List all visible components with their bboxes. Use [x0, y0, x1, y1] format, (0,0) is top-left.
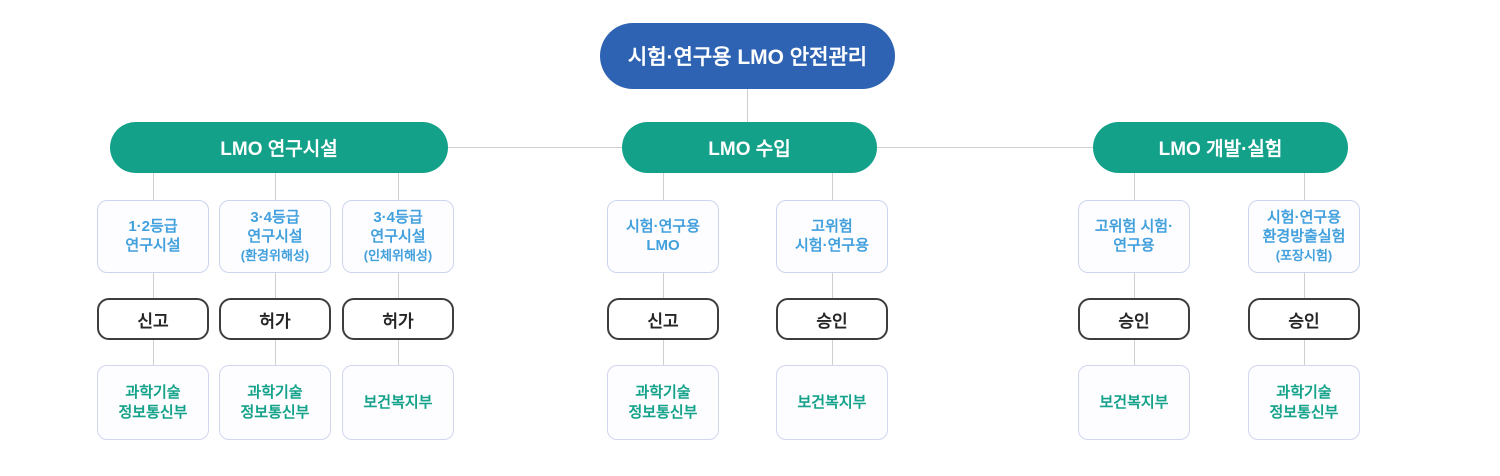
- facility-box: 3·4등급 연구시설 (인체위해성): [342, 200, 454, 273]
- procedure-box: 신고: [97, 298, 209, 340]
- procedure-label: 신고: [137, 311, 169, 331]
- connector-line: [274, 273, 276, 298]
- ministry-box: 과학기술 정보통신부: [97, 365, 209, 440]
- section-node-research-facility: LMO 연구시설: [110, 122, 448, 173]
- procedure-box: 허가: [219, 298, 331, 340]
- connector-line: [662, 340, 664, 365]
- connector-line: [274, 173, 276, 200]
- connector-line: [1303, 173, 1305, 200]
- facility-box: 시험·연구용 환경방출실험 (포장시험): [1248, 200, 1360, 273]
- connector-line: [662, 273, 664, 298]
- connector-line: [1133, 273, 1135, 298]
- flow-column: 시험·연구용 LMO 신고 과학기술 정보통신부: [607, 173, 719, 440]
- section-node-import: LMO 수입: [622, 122, 877, 173]
- procedure-label: 승인: [1118, 311, 1150, 331]
- flow-column: 시험·연구용 환경방출실험 (포장시험) 승인 과학기술 정보통신부: [1248, 173, 1360, 440]
- flow-column: 3·4등급 연구시설 (환경위해성) 허가 과학기술 정보통신부: [219, 173, 331, 440]
- ministry-label: 과학기술 정보통신부: [1269, 384, 1339, 421]
- flow-column: 고위험 시험· 연구용 승인 보건복지부: [1078, 173, 1190, 440]
- connector-import-to-development: [877, 147, 1093, 148]
- facility-label: 시험·연구용 LMO: [626, 217, 700, 254]
- ministry-label: 과학기술 정보통신부: [118, 384, 188, 421]
- root-node-label: 시험·연구용 LMO 안전관리: [627, 46, 868, 69]
- procedure-box: 승인: [1078, 298, 1190, 340]
- connector-line: [274, 340, 276, 365]
- connector-line: [1303, 340, 1305, 365]
- ministry-label: 과학기술 정보통신부: [240, 384, 310, 421]
- facility-sublabel: (포장시험): [1275, 247, 1333, 263]
- procedure-label: 승인: [1288, 311, 1320, 331]
- facility-box: 시험·연구용 LMO: [607, 200, 719, 273]
- connector-line: [662, 173, 664, 200]
- connector-line: [397, 273, 399, 298]
- ministry-label: 보건복지부: [1099, 393, 1169, 411]
- connector-line: [831, 273, 833, 298]
- ministry-box: 과학기술 정보통신부: [219, 365, 331, 440]
- facility-box: 고위험 시험· 연구용: [1078, 200, 1190, 273]
- ministry-label: 과학기술 정보통신부: [628, 384, 698, 421]
- procedure-box: 승인: [1248, 298, 1360, 340]
- ministry-box: 과학기술 정보통신부: [1248, 365, 1360, 440]
- facility-label: 고위험 시험· 연구용: [1094, 217, 1174, 254]
- connector-line: [1133, 173, 1135, 200]
- ministry-box: 보건복지부: [1078, 365, 1190, 440]
- facility-box: 3·4등급 연구시설 (환경위해성): [219, 200, 331, 273]
- ministry-label: 보건복지부: [363, 393, 433, 411]
- facility-label: 시험·연구용 환경방출실험: [1262, 209, 1346, 246]
- ministry-label: 보건복지부: [797, 393, 867, 411]
- connector-root-to-import: [747, 89, 748, 122]
- facility-box: 고위험 시험·연구용: [776, 200, 888, 273]
- flow-column: 고위험 시험·연구용 승인 보건복지부: [776, 173, 888, 440]
- connector-facility-to-import: [448, 147, 622, 148]
- facility-label: 3·4등급 연구시설: [247, 209, 303, 246]
- connector-line: [1133, 340, 1135, 365]
- facility-sublabel: (환경위해성): [240, 247, 310, 263]
- procedure-label: 신고: [647, 311, 679, 331]
- procedure-label: 허가: [259, 311, 291, 331]
- section-label: LMO 연구시설: [220, 139, 338, 160]
- connector-line: [152, 273, 154, 298]
- facility-label: 1·2등급 연구시설: [125, 217, 181, 254]
- ministry-box: 보건복지부: [342, 365, 454, 440]
- connector-line: [1303, 273, 1305, 298]
- connector-line: [397, 173, 399, 200]
- connector-line: [831, 173, 833, 200]
- section-label: LMO 개발·실험: [1158, 139, 1283, 160]
- facility-label: 3·4등급 연구시설: [370, 209, 426, 246]
- connector-line: [152, 173, 154, 200]
- ministry-box: 과학기술 정보통신부: [607, 365, 719, 440]
- section-node-development-experiment: LMO 개발·실험: [1093, 122, 1348, 173]
- procedure-box: 승인: [776, 298, 888, 340]
- procedure-box: 허가: [342, 298, 454, 340]
- facility-label: 고위험 시험·연구용: [795, 217, 869, 254]
- facility-sublabel: (인체위해성): [363, 247, 433, 263]
- flow-column: 1·2등급 연구시설 신고 과학기술 정보통신부: [97, 173, 209, 440]
- facility-box: 1·2등급 연구시설: [97, 200, 209, 273]
- procedure-label: 승인: [816, 311, 848, 331]
- connector-line: [397, 340, 399, 365]
- ministry-box: 보건복지부: [776, 365, 888, 440]
- flow-column: 3·4등급 연구시설 (인체위해성) 허가 보건복지부: [342, 173, 454, 440]
- section-label: LMO 수입: [708, 139, 791, 160]
- procedure-label: 허가: [382, 311, 414, 331]
- connector-line: [831, 340, 833, 365]
- root-node: 시험·연구용 LMO 안전관리: [600, 23, 895, 89]
- procedure-box: 신고: [607, 298, 719, 340]
- connector-line: [152, 340, 154, 365]
